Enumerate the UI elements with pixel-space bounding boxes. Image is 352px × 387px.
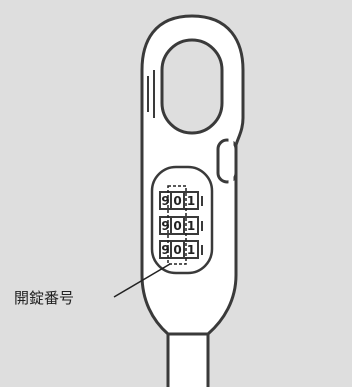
- unlock-number-highlight: [167, 185, 187, 265]
- dial-digit: 0: [173, 194, 181, 208]
- dial-digit: 9: [161, 194, 169, 208]
- lock-cable: [166, 328, 210, 387]
- dial-row-3: 9 0 1: [159, 240, 199, 259]
- dial-row-1: 9 0 1: [159, 191, 199, 210]
- dial-digit: 0: [173, 219, 181, 233]
- dial-digit: 9: [161, 243, 169, 257]
- shackle-groove: [147, 70, 155, 118]
- unlock-number-label: 開錠番号: [14, 289, 75, 307]
- callout-leader-line: [113, 263, 171, 298]
- dial-digit: 9: [161, 219, 169, 233]
- dial-row-2: 9 0 1: [159, 216, 199, 235]
- dial-digit: 1: [187, 243, 195, 257]
- shackle-opening: [160, 38, 224, 135]
- dial-digit: 0: [173, 243, 181, 257]
- dial-digit: 1: [187, 219, 195, 233]
- dial-digit: 1: [187, 194, 195, 208]
